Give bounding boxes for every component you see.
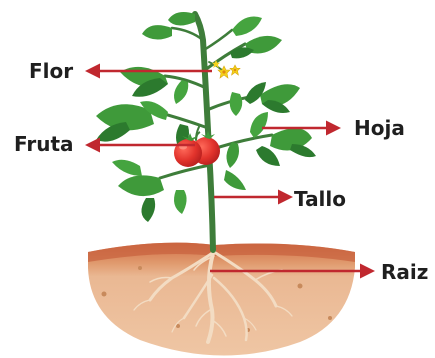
root-label: Raiz [381, 261, 428, 283]
leaf-label: Hoja [354, 117, 405, 139]
flower-label: Flor [29, 60, 73, 82]
fruit-label: Fruta [14, 133, 74, 155]
flower [212, 60, 240, 78]
soil [88, 243, 355, 356]
stem-label: Tallo [294, 188, 346, 210]
